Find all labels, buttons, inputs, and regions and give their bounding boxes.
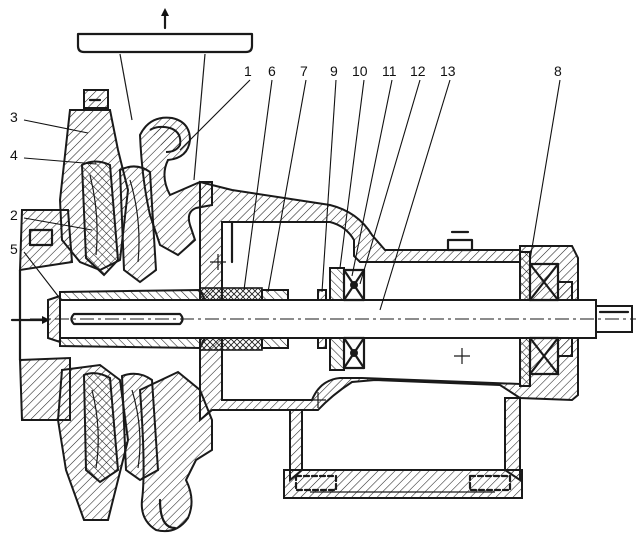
label-part-13: 13: [440, 63, 456, 79]
label-part-10: 10: [352, 63, 368, 79]
center-marks: [210, 254, 470, 408]
label-part-4: 4: [10, 147, 18, 163]
impeller-upper: [80, 160, 158, 284]
label-part-7: 7: [300, 63, 308, 79]
label-part-11: 11: [382, 63, 397, 79]
label-part-3: 3: [10, 109, 18, 125]
pump-shaft: [30, 299, 636, 339]
label-part-9: 9: [330, 63, 338, 79]
discharge-flange: [76, 8, 254, 181]
label-part-5: 5: [10, 241, 18, 257]
part-labels: 3 4 2 5 1 6 7 9 10 11 12 13 8: [10, 63, 562, 257]
label-part-2: 2: [10, 207, 18, 223]
suction-inlet: [10, 209, 74, 421]
label-part-12: 12: [410, 63, 426, 79]
outer-bearing-assembly: [519, 251, 573, 387]
pump-base: [283, 397, 523, 499]
label-part-8: 8: [554, 63, 562, 79]
inner-bearing-assembly: [317, 267, 366, 371]
volute-casing-lower: [56, 363, 213, 533]
label-leader-lines: [23, 79, 561, 311]
label-part-6: 6: [268, 63, 276, 79]
gland-packing: [199, 287, 289, 351]
label-part-1: 1: [244, 63, 252, 79]
